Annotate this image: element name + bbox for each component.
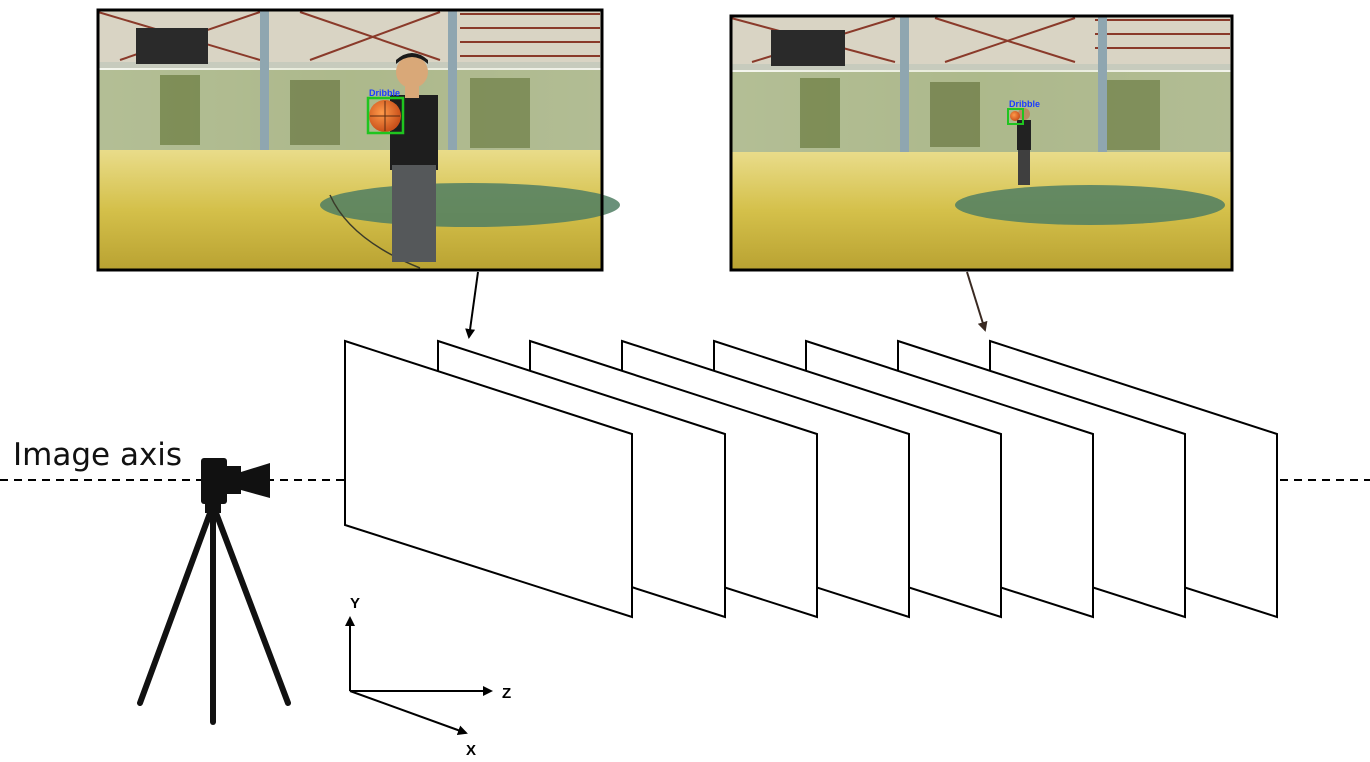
snapshot-far-arrow — [966, 271, 988, 332]
frame-1 — [344, 339, 633, 619]
x-axis-label: X — [466, 742, 476, 759]
camera-tripod — [137, 495, 291, 725]
z-axis-label: Z — [502, 685, 511, 702]
detection-label-far: Dribble — [1009, 99, 1040, 109]
snapshot-near: Dribble — [96, 8, 620, 272]
coordinate-axes: Y Z X — [345, 595, 511, 759]
detection-box-near — [366, 96, 405, 135]
detection-box-far — [1007, 108, 1024, 125]
snapshot-near-arrow — [465, 271, 479, 339]
snapshot-far: Dribble — [729, 14, 1234, 272]
image-axis-label: Image axis — [13, 437, 182, 473]
camera-icon — [201, 458, 270, 504]
x-axis — [349, 690, 468, 735]
detection-label-near: Dribble — [369, 88, 400, 98]
frame-stack — [344, 339, 1278, 619]
y-axis-label: Y — [350, 595, 360, 612]
